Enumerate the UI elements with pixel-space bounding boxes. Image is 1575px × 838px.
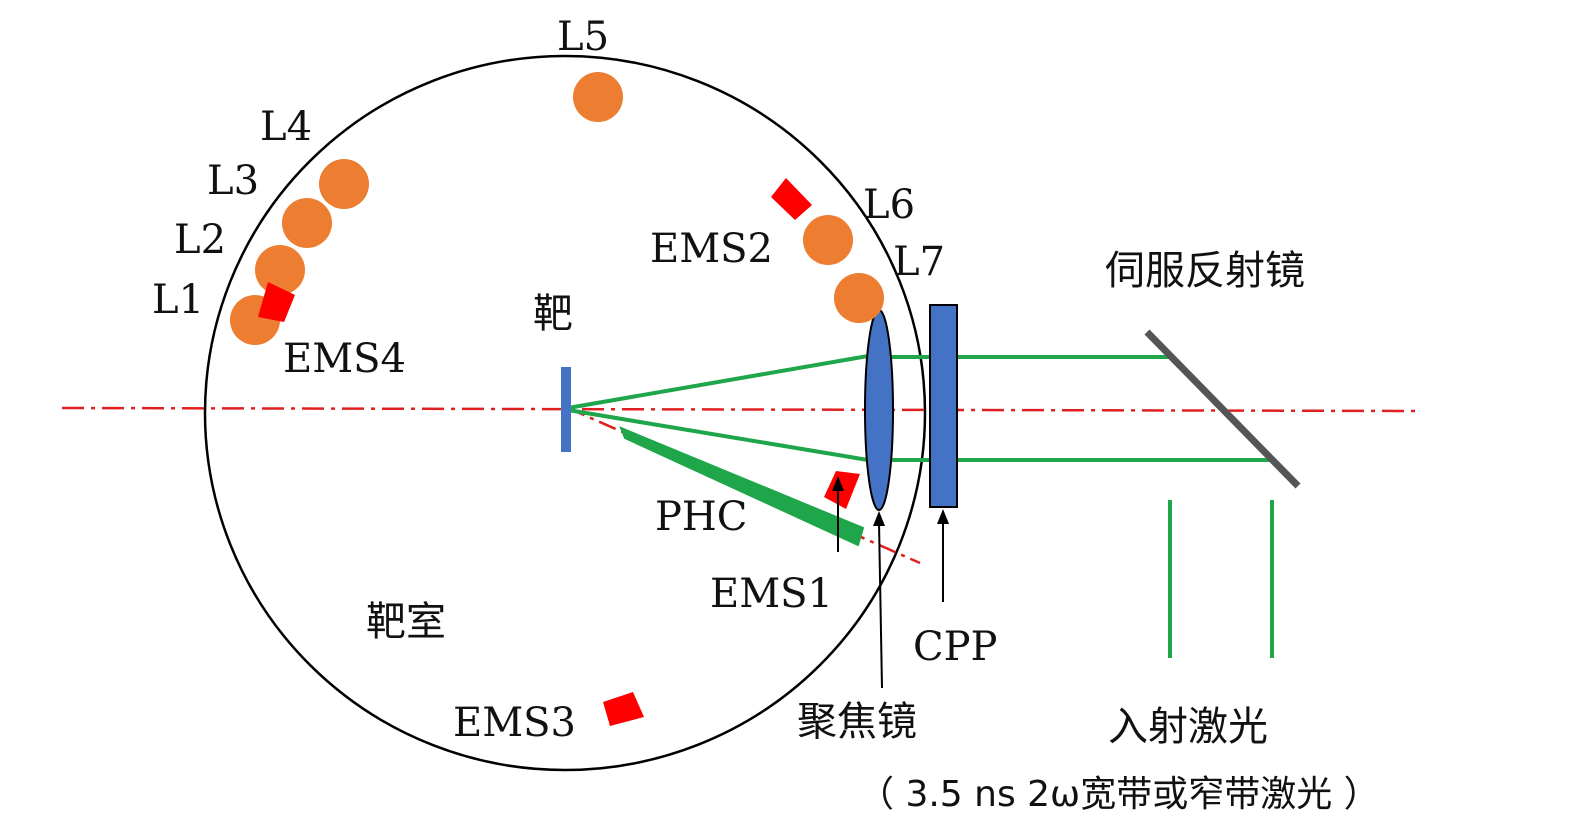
detector-l6	[803, 215, 853, 265]
label-l1: L1	[152, 277, 204, 323]
label-target: 靶	[533, 291, 573, 337]
laser-beam-paths	[567, 354, 1274, 658]
detector-l5	[573, 72, 623, 122]
cpp-plate	[929, 304, 958, 508]
label-l6: L6	[863, 182, 915, 228]
phc-camera-tube	[619, 426, 865, 547]
label-ems3: EMS3	[453, 700, 576, 746]
ems3-marker	[603, 692, 644, 726]
pointer-arrows	[832, 476, 949, 689]
detector-l7	[834, 273, 884, 323]
label-ems2: EMS2	[650, 226, 773, 272]
label-l7: L7	[893, 239, 945, 285]
arrow-lens-head	[873, 511, 885, 526]
arrow-cpp-head	[937, 509, 949, 524]
label-chamber: 靶室	[366, 599, 446, 645]
label-l4: L4	[260, 104, 312, 150]
ems4-marker	[258, 282, 295, 322]
label-l5: L5	[557, 14, 609, 60]
detector-group	[230, 72, 884, 345]
arrow-ems1-head	[832, 476, 844, 491]
label-phc: PHC	[655, 494, 747, 540]
label-incident: 入射激光	[1108, 704, 1268, 750]
servo-mirror	[1144, 329, 1301, 489]
optical-axis-line	[61, 406, 1416, 413]
ems2-marker	[771, 178, 812, 220]
label-ems1: EMS1	[710, 571, 833, 617]
arrow-lens	[878, 521, 883, 689]
label-l2: L2	[174, 217, 226, 263]
target-plate	[561, 367, 571, 452]
label-ems4: EMS4	[283, 336, 406, 382]
detector-l4	[319, 159, 369, 209]
detector-l3	[282, 198, 332, 248]
focusing-lens	[864, 309, 894, 511]
detector-l2	[255, 245, 305, 295]
label-mirror: 伺服反射镜	[1105, 248, 1305, 294]
label-cpp: CPP	[913, 624, 997, 670]
label-lens: 聚焦镜	[797, 699, 917, 745]
target-chamber-circle	[203, 54, 927, 772]
beam-upper-converging	[567, 354, 869, 410]
beam-lower-converging	[567, 408, 869, 462]
label-laser-spec: （ 3.5 ns 2ω宽带或窄带激光 ）	[858, 774, 1380, 815]
label-l3: L3	[207, 158, 259, 204]
